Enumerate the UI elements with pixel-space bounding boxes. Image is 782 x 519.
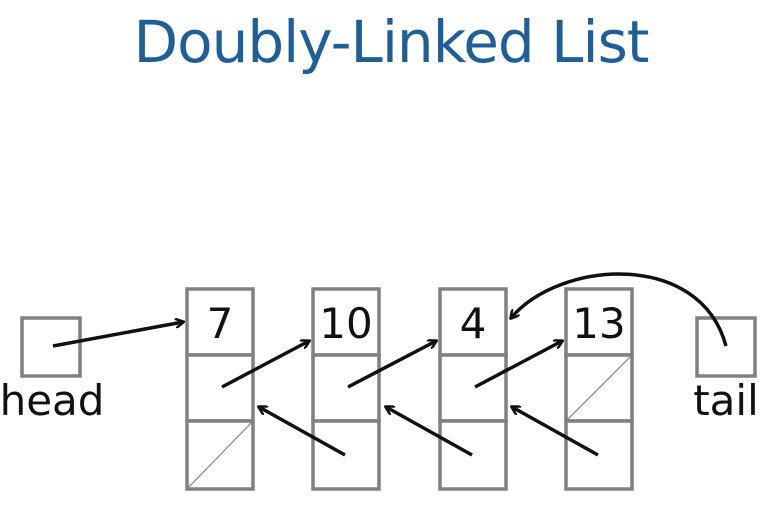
node-2-value: 4 (460, 299, 487, 348)
prev-arrow-1 (259, 407, 346, 457)
next-arrow-1 (347, 341, 436, 389)
node-0-next-cell (185, 353, 255, 423)
node-3-prev-cell (564, 419, 634, 491)
prev-arrow-2 (386, 407, 473, 457)
tail-pointer: tail (693, 316, 759, 425)
page-title: Doubly-Linked List (133, 8, 649, 76)
node-1-value: 10 (319, 299, 372, 348)
node-0-value-cell (185, 287, 255, 357)
next-arrow-2 (474, 341, 562, 389)
list-node-3: 13 (564, 287, 634, 491)
node-1-prev-cell (311, 419, 381, 491)
tail-box (695, 316, 757, 378)
next-arrow-0 (221, 341, 309, 389)
node-3-value: 13 (572, 299, 625, 348)
node-2-next-cell (438, 353, 508, 423)
node-0-prev-null (186, 420, 254, 490)
list-node-1: 10 (311, 287, 381, 491)
head-pointer: head (0, 316, 104, 425)
node-1-value-cell (311, 287, 381, 357)
node-3-next-null (565, 354, 633, 422)
head-box (20, 316, 82, 378)
list-node-0: 7 (185, 287, 255, 491)
node-2-prev-cell (438, 419, 508, 491)
node-3-value-cell (564, 287, 634, 357)
list-node-2: 4 (438, 287, 508, 491)
prev-arrow-3 (512, 407, 599, 457)
head-arrow (52, 322, 183, 348)
node-1-next-cell (311, 353, 381, 423)
tail-arrow (511, 272, 728, 347)
tail-label: tail (693, 376, 759, 425)
node-0-value: 7 (207, 299, 234, 348)
head-label: head (0, 376, 104, 425)
